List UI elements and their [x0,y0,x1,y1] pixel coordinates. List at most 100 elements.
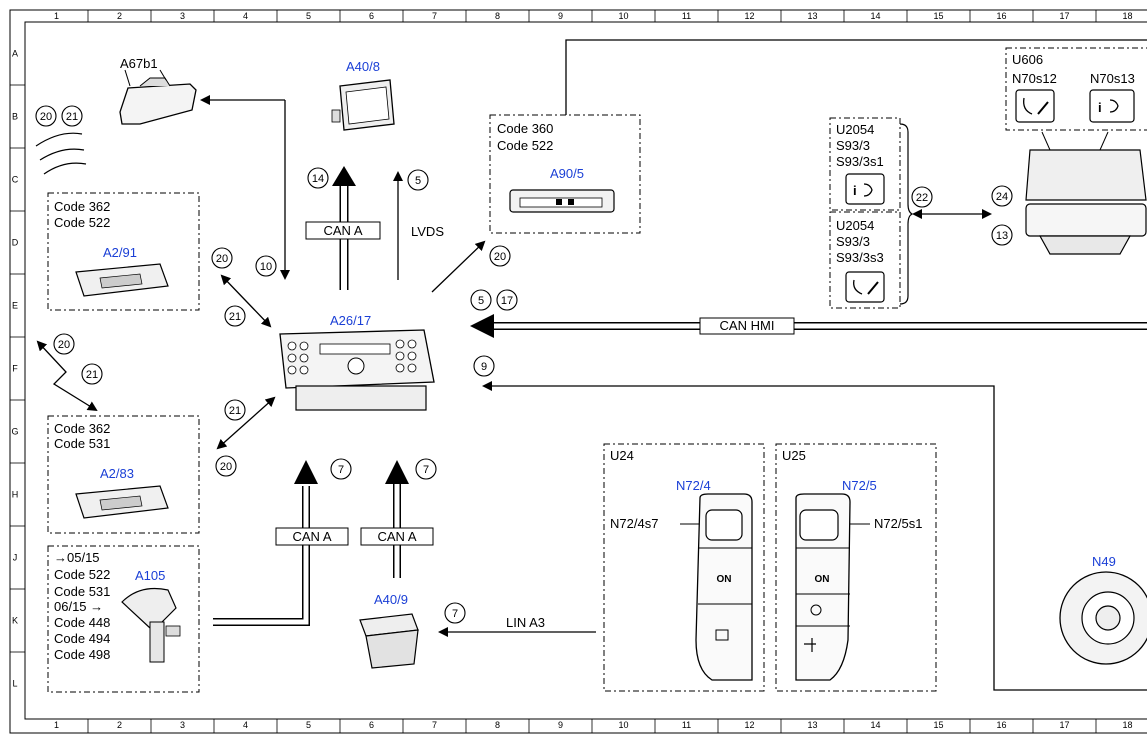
u606-label: U606 [1012,52,1043,67]
marker-circle [473,355,495,377]
a90-5-group: Code 360 Code 522 A90/5 [489,114,641,234]
can-a-left-label: CAN A [292,529,331,544]
link-a291 [220,274,272,328]
grid-column-label: 2 [117,720,122,730]
marker-m7_c: 7 [452,608,458,620]
line-to-a90 [431,240,486,293]
grid-column-label: 8 [495,720,500,730]
grid-row-label: A [12,49,18,59]
marker-circle [307,167,329,189]
phone-wrench-icon [845,271,885,303]
grid-row-label: L [12,679,17,689]
can-a-right-label: CAN A [377,529,416,544]
marker-circle [470,289,492,311]
grid-column-label: 8 [495,11,500,21]
on-button-right: ON [815,574,830,585]
grid-row-label: J [13,553,18,563]
a40-8-display: A40/8 [331,59,395,131]
phone-wrench-icon-2 [1015,89,1055,123]
ignition-icon [810,604,822,616]
marker-circle [81,363,103,385]
marker-circle [215,455,237,477]
n72-5-label: N72/5 [842,478,877,493]
n49-group: N49 [1059,554,1147,665]
code-531-b: Code 531 [54,436,110,451]
s93-3-a-label: S93/3 [836,138,870,153]
code-a105-1: Code 522 [54,567,110,582]
grid-column-label: 18 [1122,11,1132,21]
grid-column-label: 10 [618,11,628,21]
marker-circle [255,255,277,277]
s93-3s1-label: S93/3s1 [836,154,884,169]
grid-row-label: C [12,175,19,185]
can-a-top-label: CAN A [323,223,362,238]
marker-m21_c: 21 [86,369,98,381]
grid-column-label: 16 [996,720,1006,730]
a67b1-label: A67b1 [120,56,158,71]
marker-circle [911,186,933,208]
svg-text:i: i [853,183,857,198]
code-522: Code 522 [497,138,553,153]
marker-m7_b: 7 [423,464,429,476]
marker-circle [991,185,1013,207]
a40-9-label: A40/9 [374,592,408,607]
marker-m5_b: 5 [478,295,484,307]
can-a-left-bus-inner [213,486,309,625]
grid-column-label: 5 [306,720,311,730]
grid-column-label: 1 [54,720,59,730]
marker-m13: 13 [996,230,1008,242]
marker-circle [224,305,246,327]
grid-row-label: F [12,364,18,374]
u25-label: U25 [782,448,806,463]
grid-column-label: 16 [996,11,1006,21]
grid-column-label: 13 [807,720,817,730]
marker-circle [496,289,518,311]
grid-column-label: 17 [1059,720,1069,730]
n72-5s1-label: N72/5s1 [874,516,922,531]
grid-row-label: D [12,238,19,248]
a90-5-label: A90/5 [550,166,584,181]
can-hmi-arrow [470,314,494,338]
lvds-label: LVDS [411,224,444,239]
grid-row-label: H [12,490,19,500]
a26-17-head-unit: A26/17 [279,313,435,411]
grid-column-label: 4 [243,720,248,730]
grid-column-label: 15 [933,11,943,21]
a26-17-label: A26/17 [330,313,371,328]
marker-m20_b: 20 [216,253,228,265]
grid-row-label: G [11,427,18,437]
grid-column-label: 6 [369,11,374,21]
can-a-left-box [275,527,349,546]
plug-icon [804,638,816,652]
u2054-group: U2054 S93/3 S93/3s1 i U2054 S93/3 S93/3s… [829,117,914,309]
wireless-waves-icon [35,132,87,175]
s93-3s3-label: S93/3s3 [836,250,884,265]
wireless-link [36,340,98,412]
code-360: Code 360 [497,121,553,136]
u24-label: U24 [610,448,634,463]
marker-m10: 10 [260,261,272,273]
code-362-b: Code 362 [54,421,110,436]
can-hmi-label: CAN HMI [720,318,775,333]
grid-row-label: B [12,112,18,122]
u25-group: U25 N72/5 N72/5s1 ON [775,443,937,692]
marker-m7_a: 7 [338,464,344,476]
link-a283 [216,396,276,450]
marker-circle [224,399,246,421]
code-362-a: Code 362 [54,199,110,214]
marker-m14: 14 [312,173,324,185]
can-a-right-box [360,527,434,546]
grid-column-label: 3 [180,720,185,730]
u606-group: U606 N70s12 N70s13 i N [1005,47,1147,255]
info-phone-icon [845,173,885,205]
grid-column-label: 9 [558,720,563,730]
grid-column-label: 12 [744,11,754,21]
grid-column-label: 12 [744,720,754,730]
code-a105-3: 06/15 → [54,599,103,614]
grid-column-label: 13 [807,11,817,21]
info-phone-icon-2 [1089,89,1135,123]
code-a105-2: Code 531 [54,584,110,599]
a105-label: A105 [135,568,165,583]
grid-row-label: E [12,301,18,311]
